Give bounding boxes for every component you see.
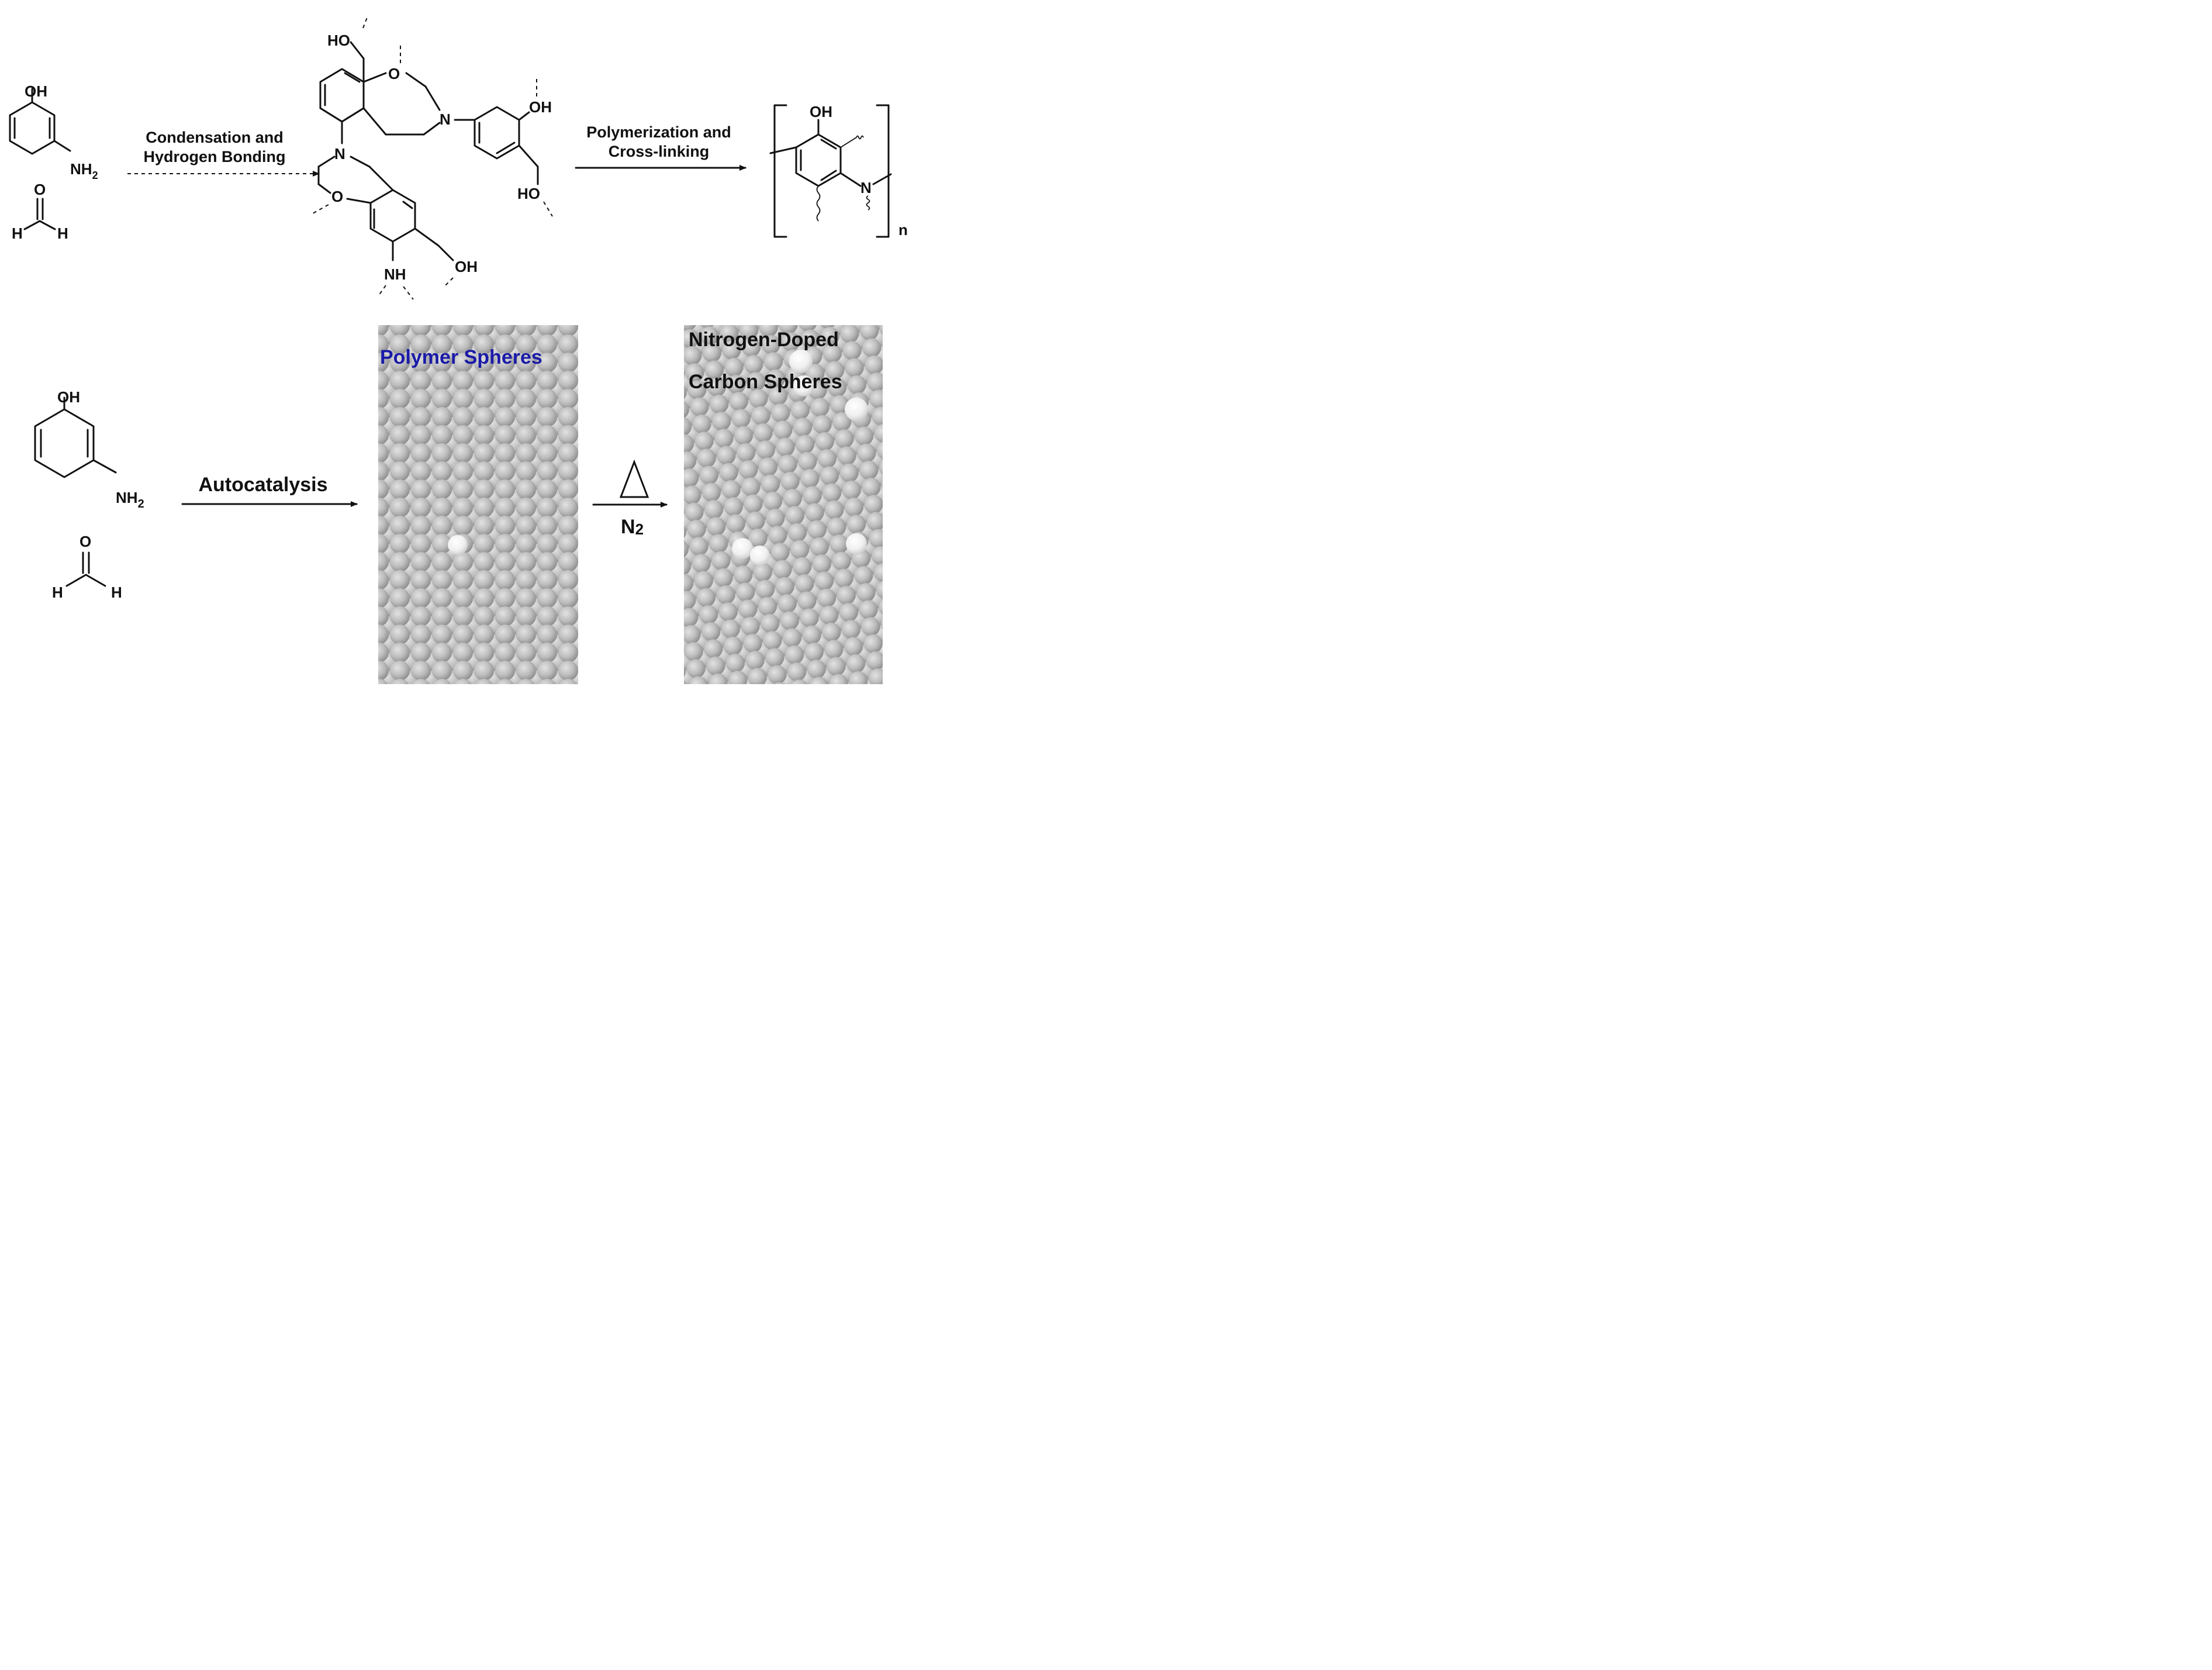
bottom-nh2-label: NH2 (116, 489, 144, 510)
bottom-aldehyde-h-left: H (52, 584, 63, 601)
synthesis-scheme: OH NH2 O H H Condensation and Hydrogen B… (9, 17, 908, 684)
n2-label: N2 (621, 516, 644, 538)
heat-triangle-icon (619, 459, 649, 498)
polymer-oh-label: OH (810, 103, 832, 120)
step1-arrow: Condensation and Hydrogen Bonding (127, 129, 320, 177)
aldehyde-o-label: O (34, 181, 46, 198)
reactant-formaldehyde-top: O H H (12, 181, 68, 242)
reactant-formaldehyde-bottom: O H H (52, 533, 122, 601)
step4-arrow: N2 (592, 459, 668, 538)
nitrogen-doped-label: Nitrogen-Doped (689, 329, 839, 351)
sem-image-carbon-spheres: Nitrogen-Doped Carbon Spheres (684, 325, 883, 684)
nh2-label: NH2 (70, 160, 98, 181)
bright-sphere (750, 546, 770, 565)
bright-sphere (793, 375, 814, 396)
bottom-aldehyde-o: O (80, 533, 91, 550)
polymer-spheres-label: Polymer Spheres (380, 346, 542, 368)
sem-image-polymer-spheres: Polymer Spheres (378, 325, 578, 684)
polymer-n-label: N (860, 179, 872, 196)
ho-bottom-right-label: HO (517, 185, 540, 202)
oh-right-label: OH (529, 98, 552, 116)
n-ring-label: N (440, 111, 451, 128)
ho-top-label: HO (327, 32, 350, 49)
repeat-n-label: n (898, 221, 908, 239)
reactant-aminophenol-bottom: OH NH2 (34, 388, 144, 510)
step3-arrow: Autocatalysis (181, 474, 358, 507)
step1-label-line1: Condensation and (146, 129, 284, 146)
o-ring-label: O (388, 65, 400, 82)
polymer-repeat-unit: n OH N (769, 103, 908, 239)
bright-sphere (448, 535, 468, 555)
n-lower-label: N (334, 145, 345, 163)
aldehyde-h-right: H (57, 225, 68, 242)
oh-lower-label: OH (455, 258, 478, 275)
step1-label-line2: Hydrogen Bonding (144, 148, 286, 165)
bottom-oh-label: OH (57, 388, 80, 406)
nh-lower-label: NH (384, 265, 406, 283)
oh-label: OH (25, 82, 47, 100)
bright-sphere (789, 350, 813, 373)
carbon-spheres-label: Carbon Spheres (689, 371, 842, 393)
aldehyde-h-left: H (12, 225, 23, 242)
step2-label-line2: Cross-linking (609, 143, 710, 160)
intermediate-structure: HO O N OH HO N O (312, 17, 553, 300)
autocatalysis-label: Autocatalysis (198, 474, 327, 496)
bottom-aldehyde-h-right: H (111, 584, 122, 601)
bright-sphere (732, 538, 753, 559)
bright-sphere (846, 533, 867, 554)
step2-arrow: Polymerization and Cross-linking (575, 123, 746, 171)
o-lower-label: O (331, 188, 343, 205)
step2-label-line1: Polymerization and (586, 123, 731, 141)
bright-sphere (845, 398, 868, 421)
reactant-aminophenol-top: OH NH2 (9, 82, 98, 181)
